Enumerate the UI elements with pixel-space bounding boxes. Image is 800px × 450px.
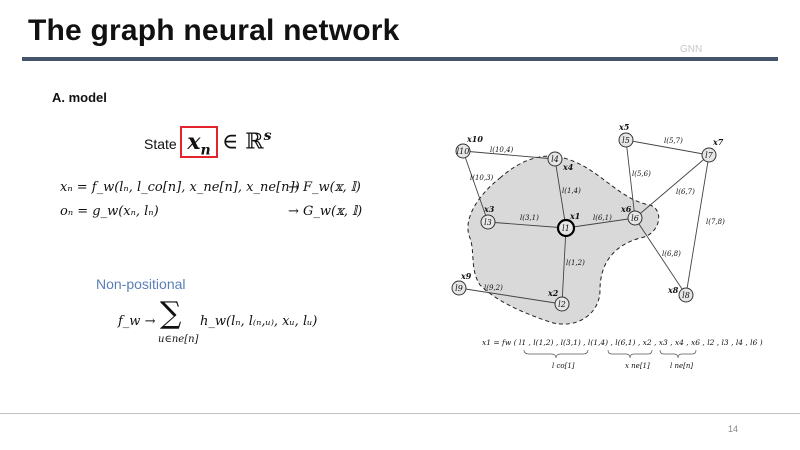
state-var-sub: n [200,142,211,159]
node-label-l3: l3 [484,218,492,227]
graph-node-l7 [701,147,717,163]
node-label-l6: l6 [631,214,639,223]
section-heading: A. model [52,90,107,105]
edge-label-5-7: l(5,7) [664,137,683,145]
state-label-x8: x8 [667,285,679,295]
graph-node-l9 [451,280,467,296]
state-domain: ∈ ℝs [222,128,271,154]
equation-2-arrow: → G_w(𝕩, 𝕝) [288,204,363,219]
state-in-sup: s [263,128,272,144]
graph-node-l4 [547,151,563,167]
sum-rhs: h_w(lₙ, l₍ₙ,ᵤ₎, xᵤ, lᵤ) [200,314,318,329]
state-variable-box: xn [180,126,218,158]
equation-2: oₙ = g_w(xₙ, lₙ) [60,204,159,219]
sum-index: u∈ne[n] [158,334,199,345]
graph-node-l5 [618,132,634,148]
equation-1-arrow: → F_w(𝕩, 𝕝) [288,180,361,195]
slide-title: The graph neural network [28,14,400,47]
state-label-x7: x7 [712,137,724,147]
sum-sigma: ∑ [160,296,182,331]
title-rule [22,57,778,61]
brace-label-xne: x ne[1] [625,362,650,370]
graph-node-l8 [678,287,694,303]
node-label-l1: l1 [562,224,570,233]
edge-label-10-4: l(10,4) [490,146,514,154]
node-label-l4: l4 [551,155,559,164]
node-label-l8: l8 [682,291,690,300]
state-label-x3: x3 [483,204,495,214]
state-label-x9: x9 [460,271,472,281]
state-in: ∈ ℝ [222,129,264,155]
node-label-l2: l2 [558,300,566,309]
edge-label-10-3: l(10,3) [470,174,494,182]
edge-label-6-7: l(6,7) [676,188,695,196]
graph-node-l1 [556,218,576,238]
equation-1: xₙ = f_w(lₙ, l_co[n], x_ne[n], x_ne[n]) [60,180,300,195]
page-number: 14 [728,424,739,434]
edge-label-1-2: l(1,2) [566,259,585,267]
edge-label-6-1: l(6,1) [593,214,612,222]
sum-lhs: f_w → [118,314,156,329]
state-var: x [187,129,201,155]
graph-node-l6 [627,210,643,226]
node-label-l10: l10 [457,147,470,156]
state-label-x10: x10 [466,134,483,144]
brace-label-lne: l ne[n] [670,362,693,370]
node-label-l7: l7 [705,151,714,160]
footer-rule [0,413,800,414]
edge-label-6-8: l(6,8) [662,250,681,258]
edge-label-7-8: l(7,8) [706,218,725,226]
node-label-l9: l9 [455,284,463,293]
edge-label-9-2: l(9,2) [484,284,503,292]
graph-node-l2 [554,296,570,312]
state-formula: x1 = fw ( l1 , l(1,2) , l(3,1) , l(1,4) … [482,338,763,347]
state-label-x5: x5 [618,122,630,132]
nonpositional-label: Non-positional [96,276,186,292]
edge-label-1-4: l(1,4) [562,187,581,195]
neighborhood-region [467,155,660,325]
state-label-x4: x4 [562,162,574,172]
state-label-x2: x2 [547,288,559,298]
state-label: State [144,136,177,152]
brace-label-lco: l co[1] [552,362,575,370]
graph-node-l10 [455,143,471,159]
state-label-x1: x1 [569,211,580,221]
graph-node-l3 [480,214,496,230]
edge-label-3-1: l(3,1) [520,214,539,222]
edge-label-5-6: l(5,6) [632,170,651,178]
node-label-l5: l5 [622,136,630,145]
section-tag: GNN [680,44,703,55]
state-label-x6: x6 [620,204,632,214]
